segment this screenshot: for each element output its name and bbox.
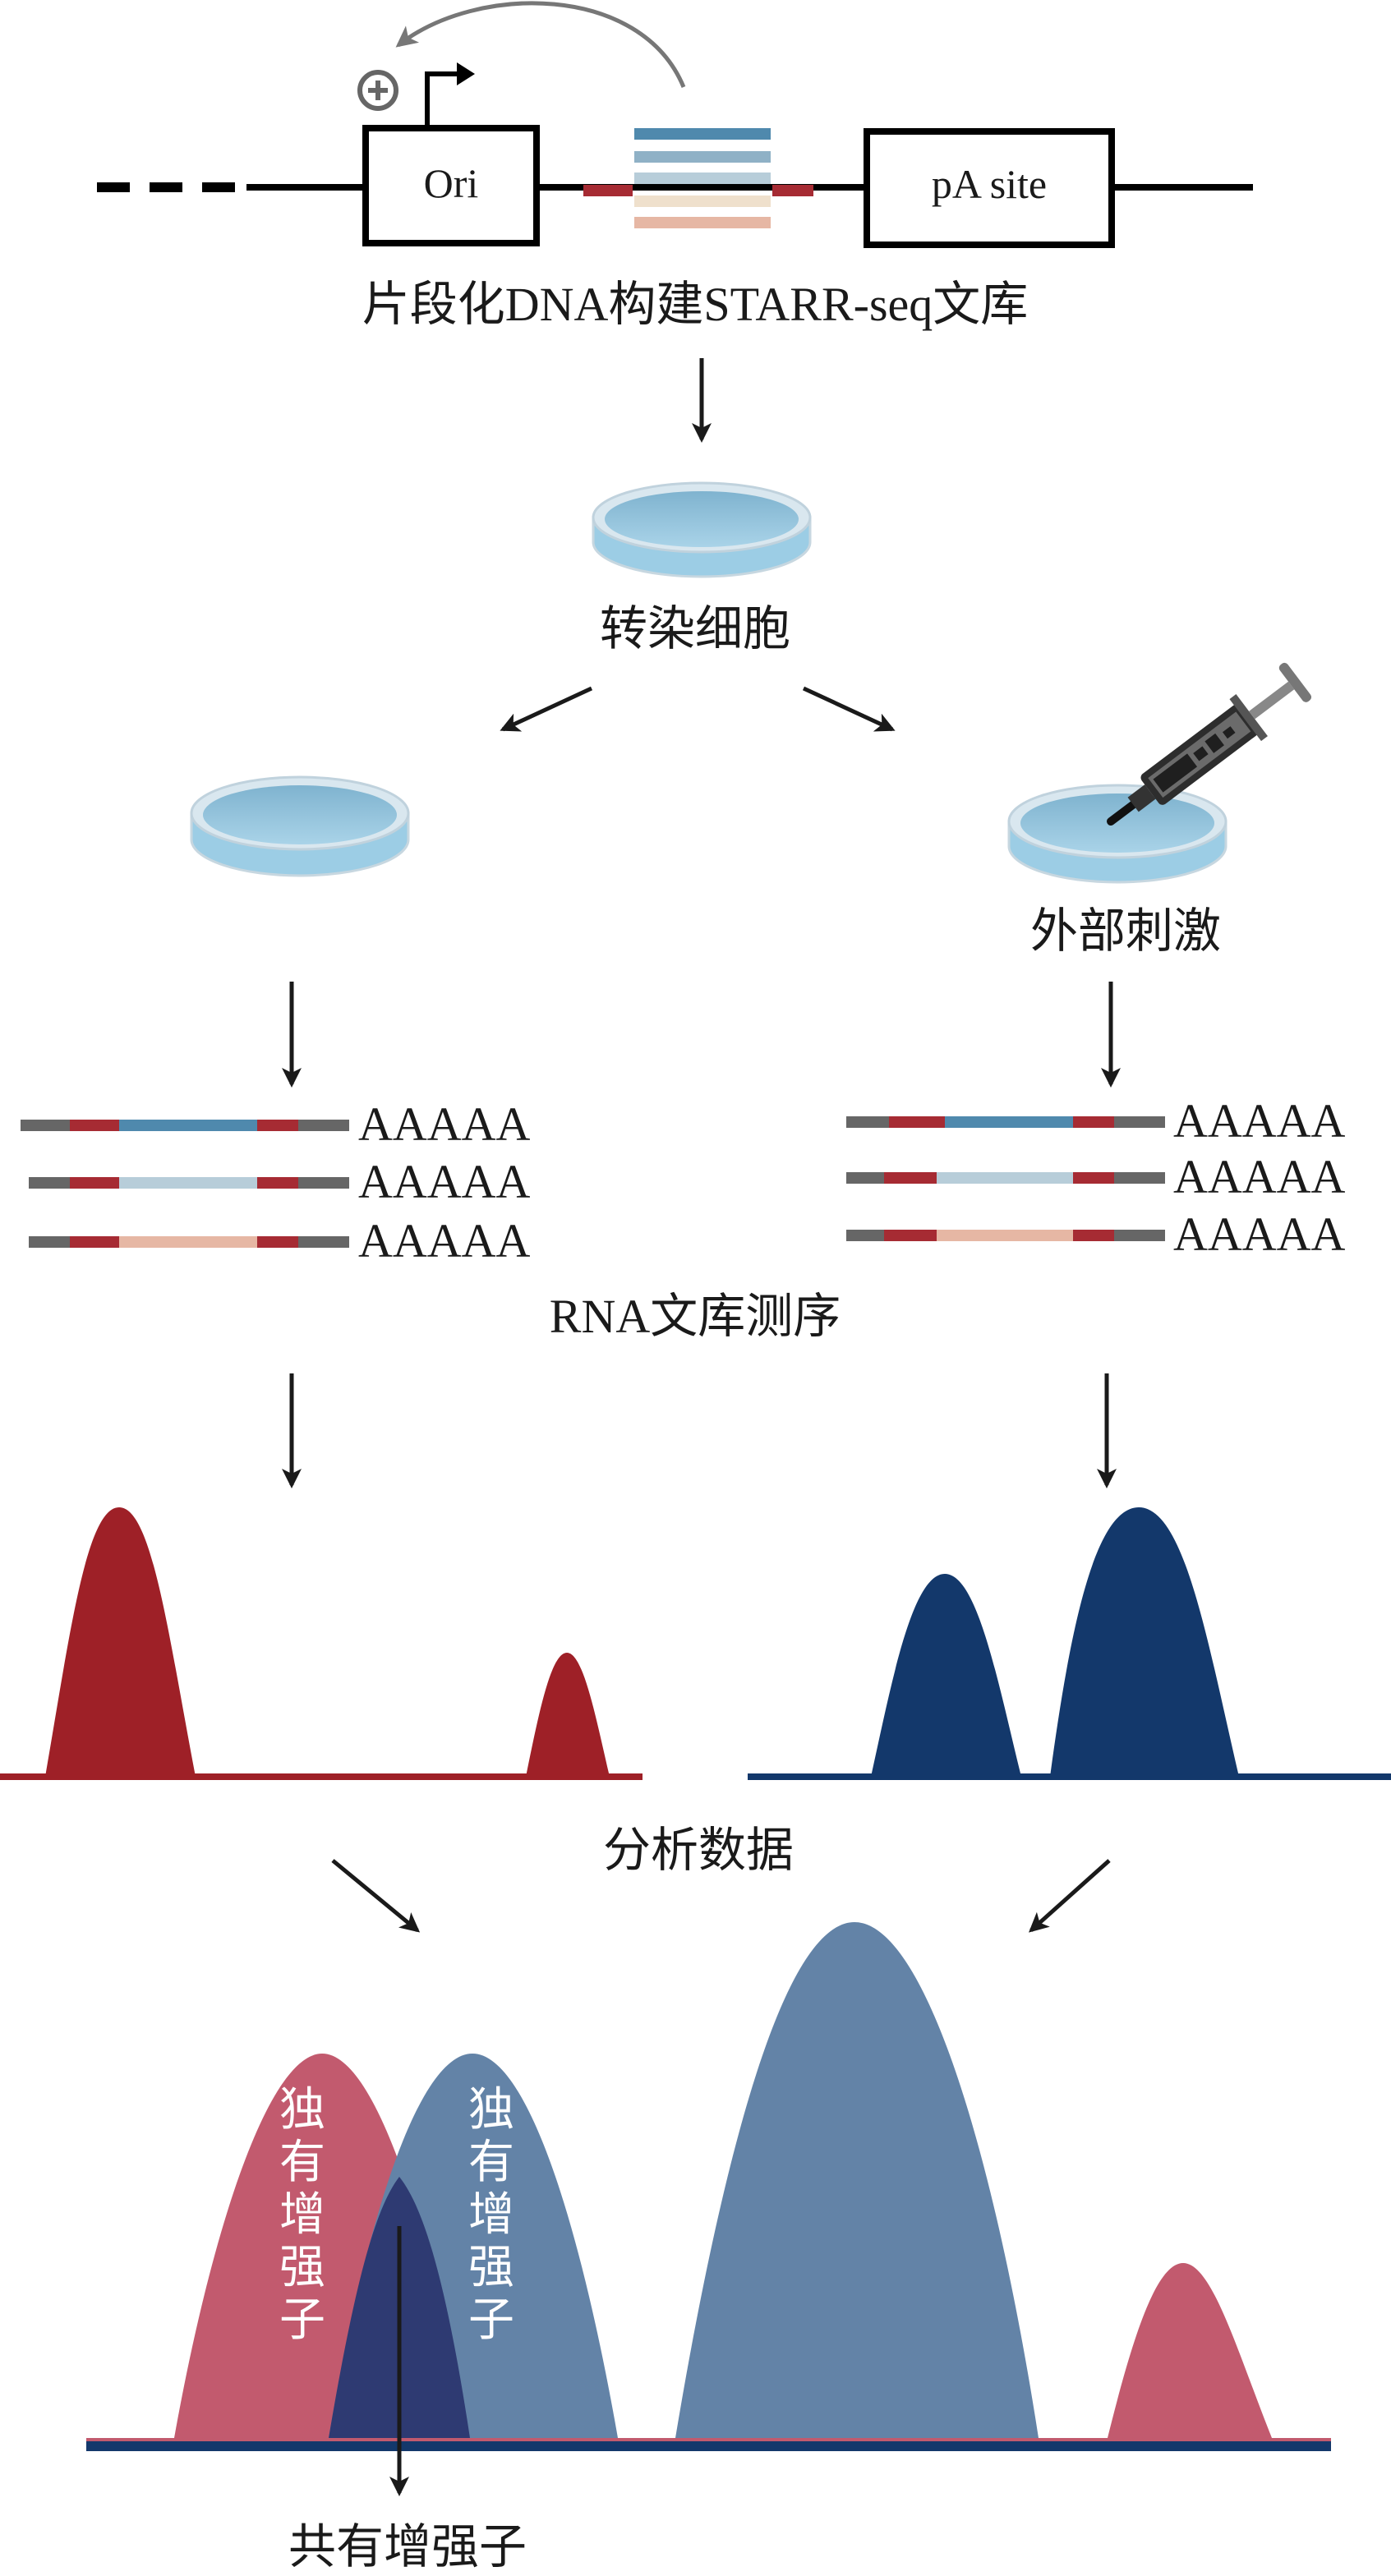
petri-dish-transfection	[592, 481, 812, 578]
blue-unique-peak-large	[675, 1922, 1039, 2438]
rna-read: AAAAA	[846, 1150, 1346, 1203]
vertical-label-glyph: 独	[279, 2085, 325, 2136]
pa-site-box: pA site	[864, 128, 1115, 248]
peak	[526, 1653, 610, 1777]
vertical-label-glyph: 增	[468, 2190, 514, 2241]
rna-reads-control: AAAAA AAAAA AAAAA	[21, 1097, 531, 1267]
red-unique-enhancer-text: 独有增强子	[279, 2085, 325, 2346]
blue-unique-enhancer-label: 独有增强子	[468, 2085, 514, 2346]
petri-dish-control	[190, 775, 410, 877]
peak-track-control	[0, 1507, 643, 1780]
rna-read: AAAAA	[846, 1094, 1346, 1148]
vertical-label-glyph: 有	[468, 2137, 514, 2188]
arrow-split-left	[500, 686, 593, 732]
red-unique-peak-small	[1108, 2263, 1272, 2438]
pa-site-label: pA site	[932, 161, 1047, 207]
rna-read: AAAAA	[21, 1097, 531, 1151]
arrow-merge-right	[1029, 1859, 1111, 1933]
arrow-split-right	[802, 686, 896, 732]
vertical-label-glyph: 独	[468, 2085, 514, 2136]
merged-peak-track: 独有增强子 独有增强子	[86, 1922, 1331, 2496]
polya-tail: AAAAA	[1173, 1150, 1346, 1203]
polya-tail: AAAAA	[358, 1097, 531, 1151]
transfect-cells-label: 转染细胞	[600, 602, 790, 656]
library-construction-label: 片段化DNA构建STARR-seq文库	[362, 278, 1029, 331]
petri-dish-stimulated	[1007, 784, 1227, 884]
data-analysis-label: 分析数据	[603, 1824, 794, 1877]
peak	[1050, 1507, 1239, 1777]
red-unique-enhancer-label: 独有增强子	[279, 2085, 325, 2346]
ori-label: Ori	[424, 160, 479, 206]
rna-read: AAAAA	[846, 1208, 1346, 1261]
vertical-label-glyph: 子	[279, 2295, 325, 2346]
blue-unique-enhancer-text: 独有增强子	[468, 2085, 514, 2346]
fragment-stack	[634, 128, 771, 228]
rna-read: AAAAA	[29, 1214, 531, 1267]
vertical-label-glyph: 强	[279, 2242, 325, 2293]
peak-track-stimulated	[748, 1507, 1391, 1780]
peak	[871, 1574, 1021, 1777]
self-transcription-arrow	[395, 1, 686, 88]
plus-strand-icon	[357, 70, 398, 111]
arrow-merge-left	[331, 1859, 421, 1933]
polya-tail: AAAAA	[1173, 1094, 1346, 1148]
rna-reads-stimulated: AAAAA AAAAA AAAAA	[846, 1094, 1346, 1261]
polya-tail: AAAAA	[358, 1155, 531, 1208]
shared-enhancer-label: 共有增强子	[288, 2520, 527, 2574]
promoter-arrow-icon	[425, 62, 475, 125]
external-stimulus-label: 外部刺激	[1030, 904, 1221, 958]
polya-tail: AAAAA	[1173, 1208, 1346, 1261]
vertical-label-glyph: 增	[279, 2190, 325, 2241]
syringe-icon	[1107, 662, 1312, 826]
ori-box: Ori	[362, 125, 540, 246]
vertical-label-glyph: 有	[279, 2137, 325, 2188]
rna-read: AAAAA	[29, 1155, 531, 1208]
rna-sequencing-label: RNA文库测序	[550, 1290, 841, 1343]
polya-tail: AAAAA	[358, 1214, 531, 1267]
starr-seq-construct: Ori pA site	[97, 1, 1253, 248]
vertical-label-glyph: 强	[468, 2242, 514, 2293]
vertical-label-glyph: 子	[468, 2295, 514, 2346]
peak	[45, 1507, 196, 1777]
